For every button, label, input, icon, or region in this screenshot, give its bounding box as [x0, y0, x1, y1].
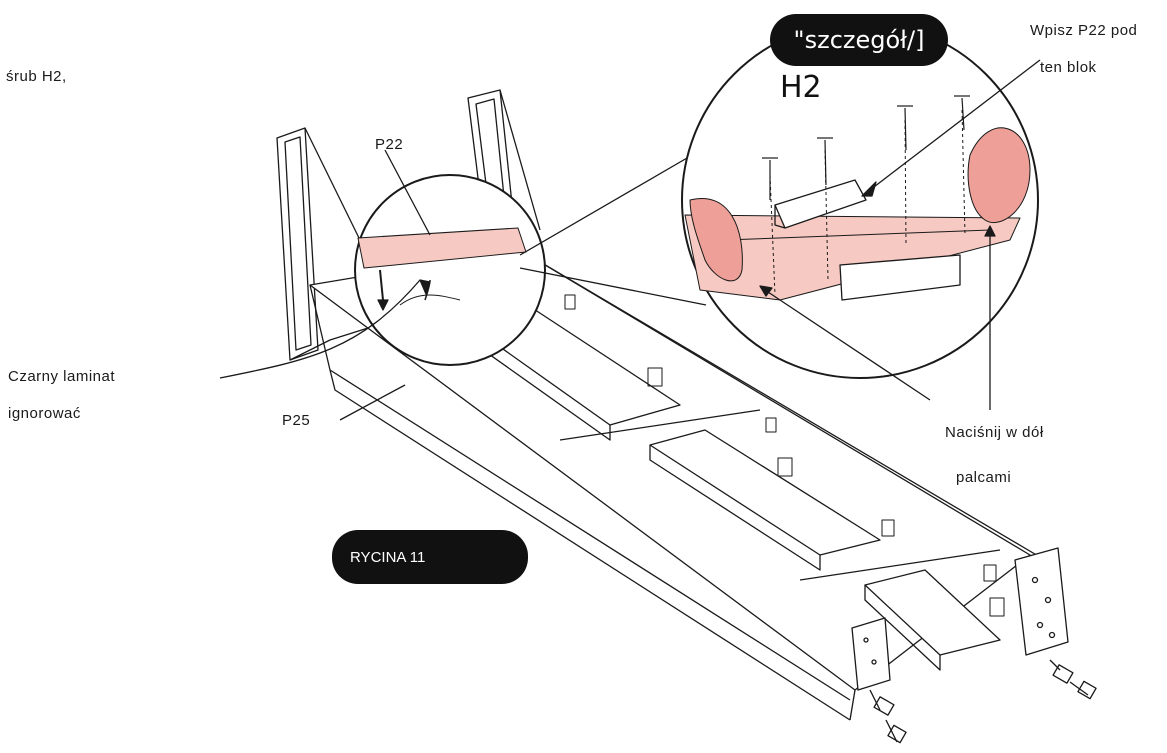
insert-instruction-line1: Wpisz P22 pod: [1030, 22, 1138, 39]
laminate-note-line2: ignorować: [8, 405, 81, 422]
brackets: [564, 294, 1005, 617]
detail-badge: "szczegół/]: [770, 14, 948, 66]
small-detail-circle: [354, 174, 546, 366]
leveling-feet: [869, 659, 1097, 744]
press-instruction-line1: Naciśnij w dół: [945, 424, 1044, 441]
insert-instruction-line2: ten blok: [1040, 59, 1097, 76]
screws-label: śrub H2,: [6, 68, 67, 85]
laminate-note-line1: Czarny laminat: [8, 368, 116, 385]
press-instruction-line2: palcami: [956, 469, 1012, 486]
zoom-lines: [519, 139, 719, 306]
large-zoom-circle: [681, 21, 1039, 379]
h2-screw-label: H2: [780, 70, 822, 105]
right-end-panels: [851, 547, 1069, 691]
p22-part-label: P22: [375, 136, 404, 153]
leader-lines: [219, 59, 1041, 421]
figure-badge: RYCINA 11: [332, 530, 528, 584]
p25-part-label: P25: [282, 412, 311, 429]
base-box: [309, 249, 1046, 721]
